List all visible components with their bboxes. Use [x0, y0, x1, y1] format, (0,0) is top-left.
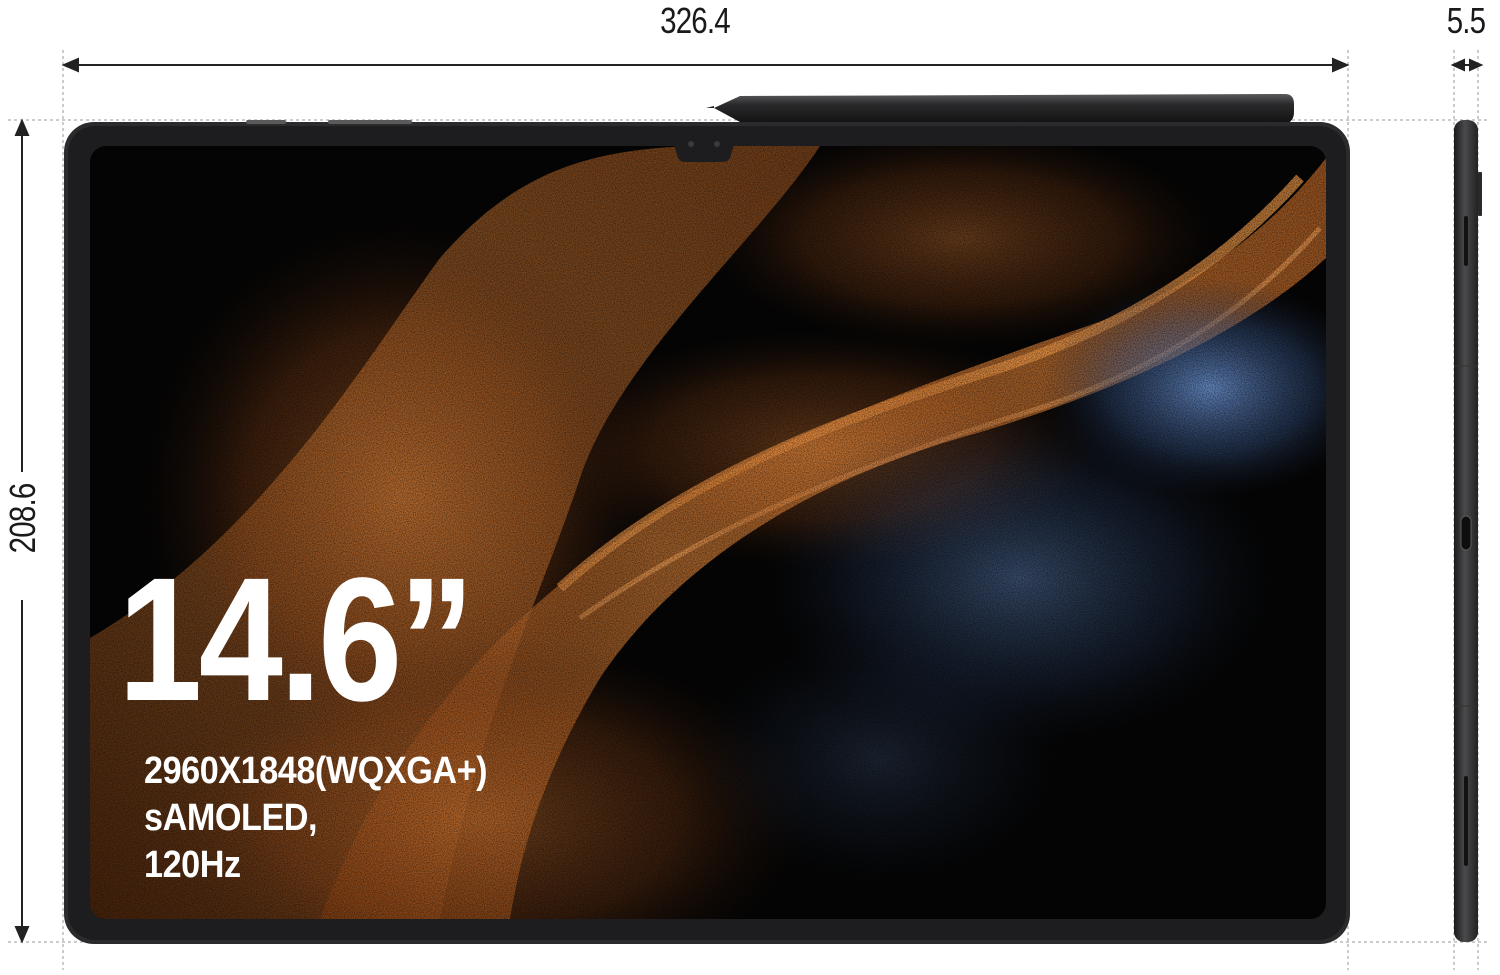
- speaker-grille-bottom: [1464, 776, 1468, 866]
- tablet-side: [1454, 120, 1482, 942]
- width-label: 326.4: [660, 0, 731, 41]
- refresh-rate-label: 120Hz: [144, 844, 241, 886]
- side-button: [1478, 172, 1482, 216]
- height-label-wrapper: 208.6: [2, 458, 43, 578]
- s-pen: [706, 94, 1294, 124]
- screen-size-label: 14.6”: [118, 542, 475, 738]
- wallpaper: [90, 146, 1326, 919]
- height-arrow: [14, 118, 30, 944]
- speaker-grille-top: [1464, 216, 1468, 266]
- width-arrow: [61, 57, 1350, 73]
- depth-label: 5.5: [1446, 0, 1486, 41]
- resolution-label: 2960X1848(WQXGA+): [144, 750, 488, 792]
- depth-arrow: [1450, 58, 1484, 72]
- panel-type-label: sAMOLED,: [144, 797, 318, 839]
- tablet-front: [64, 120, 1350, 944]
- usb-port: [1460, 515, 1472, 551]
- screen-text: 14.6” 2960X1848(WQXGA+) sAMOLED, 120Hz: [118, 552, 529, 889]
- height-label: 208.6: [2, 483, 43, 553]
